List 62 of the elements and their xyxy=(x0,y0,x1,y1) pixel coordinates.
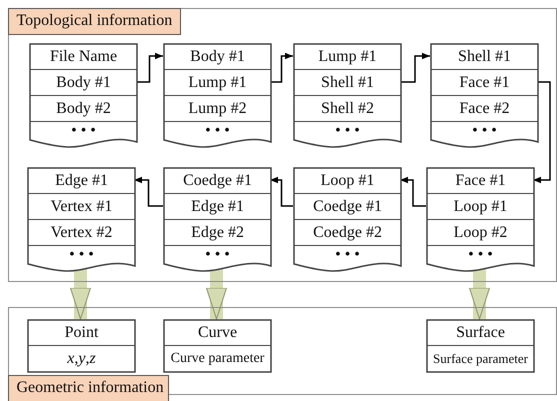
table-row: Shell #1 xyxy=(294,70,401,96)
ellipsis-row-text: • • • xyxy=(68,246,95,264)
arrow xyxy=(270,176,293,207)
arrow xyxy=(533,81,551,184)
table-row: Loop #1 xyxy=(427,194,534,220)
ellipsis-row-text: • • • xyxy=(70,122,97,140)
ellipsis-row-text: • • • xyxy=(204,122,231,140)
ellipsis-row-text: • • • xyxy=(471,122,498,140)
arrow xyxy=(400,52,430,83)
table-row-text: x,y,z xyxy=(66,349,97,369)
ellipsis-row-text: • • • xyxy=(334,246,361,264)
table-row-text: Surface parameter xyxy=(432,350,529,368)
record-table xyxy=(431,44,538,146)
ellipsis-row-text: • • • xyxy=(467,246,494,264)
table-row: Body #1 xyxy=(30,70,137,96)
table-row: Vertex #2 xyxy=(28,220,135,246)
record-table xyxy=(164,320,271,372)
table-row: Loop #2 xyxy=(427,220,534,246)
record-table xyxy=(164,168,271,270)
ellipsis-row-text: • • • xyxy=(204,246,231,264)
table-row: Lump #2 xyxy=(164,96,271,122)
record-table xyxy=(427,168,534,270)
record-table xyxy=(30,44,137,146)
table-header: Edge #1 xyxy=(28,168,135,194)
record-table xyxy=(164,44,271,146)
arrow xyxy=(270,52,293,83)
block-arrow xyxy=(70,267,91,320)
table-row: Body #2 xyxy=(30,96,137,122)
table-header: Shell #1 xyxy=(431,44,538,70)
ellipsis-row-text: • • • xyxy=(334,122,361,140)
table-header: Lump #1 xyxy=(294,44,401,70)
block-arrow xyxy=(469,267,490,320)
table-row: Shell #2 xyxy=(294,96,401,122)
table-header: Face #1 xyxy=(427,168,534,194)
table-header: Point xyxy=(28,320,135,346)
panel-title: Geometric information xyxy=(8,375,168,401)
table-row: Vertex #1 xyxy=(28,194,135,220)
table-header: Surface xyxy=(427,320,534,346)
table-row: Coedge #2 xyxy=(294,220,401,246)
record-table xyxy=(427,320,534,372)
arrow xyxy=(134,176,163,207)
table-row-text: Curve parameter xyxy=(170,350,266,368)
panel-title: Topological information xyxy=(8,8,180,34)
record-table xyxy=(28,320,135,372)
table-row: Edge #1 xyxy=(164,194,271,220)
table-row: Lump #1 xyxy=(164,70,271,96)
table-row: Face #2 xyxy=(431,96,538,122)
record-table xyxy=(28,168,135,270)
table-header: Coedge #1 xyxy=(164,168,271,194)
table-header: Curve xyxy=(164,320,271,346)
table-header: Loop #1 xyxy=(294,168,401,194)
record-table xyxy=(294,44,401,146)
table-header: File Name xyxy=(30,44,137,70)
arrow xyxy=(400,176,426,207)
table-row: Coedge #1 xyxy=(294,194,401,220)
table-row: Face #1 xyxy=(431,70,538,96)
table-header: Body #1 xyxy=(164,44,271,70)
block-arrow xyxy=(206,267,227,320)
table-row: Edge #2 xyxy=(164,220,271,246)
panel-frame xyxy=(8,8,557,282)
record-table xyxy=(294,168,401,270)
arrow xyxy=(136,52,163,83)
